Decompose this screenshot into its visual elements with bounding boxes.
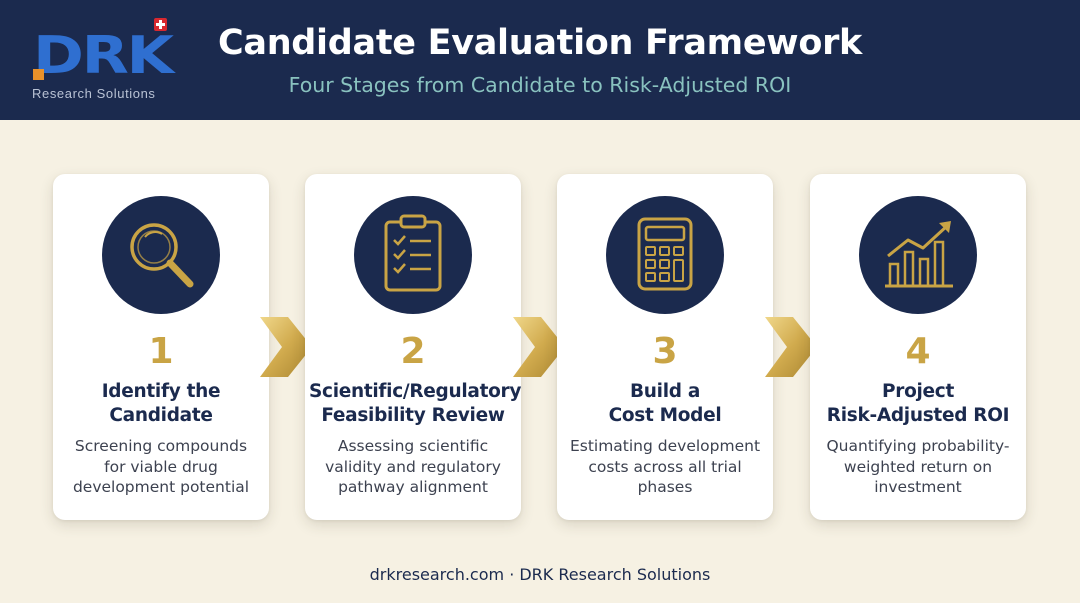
footer-text: drkresearch.com · DRK Research Solutions: [369, 565, 711, 584]
logo-letters: DRK: [33, 26, 174, 86]
stage-icon-badge: [354, 196, 472, 314]
stage-title: Identify the Candidate: [101, 381, 221, 426]
clipboard-checklist-icon: [384, 214, 442, 292]
chevron-right-icon: [765, 317, 817, 377]
company-logo: DRK Research Solutions: [30, 18, 180, 104]
logo-tagline: Research Solutions: [32, 86, 156, 101]
chevron-right-icon: [513, 317, 565, 377]
stage-description: Quantifying probability- weighted return…: [826, 437, 1010, 496]
stage-title: Scientific/Regulatory Feasibility Review: [309, 381, 522, 426]
stage-title: Build a Cost Model: [608, 381, 722, 426]
stage-description: Assessing scientific validity and regula…: [325, 437, 501, 496]
stage-icon-badge: [102, 196, 220, 314]
stage-number: 3: [652, 331, 678, 372]
stage-number: 1: [148, 331, 174, 372]
stage-description: Screening compounds for viable drug deve…: [72, 437, 250, 496]
stage-card-1: 1 Identify the Candidate Screening compo…: [53, 174, 269, 520]
growth-chart-icon: [885, 221, 953, 288]
stage-title: Project Risk-Adjusted ROI: [826, 381, 1010, 426]
page-subtitle: Four Stages from Candidate to Risk-Adjus…: [288, 73, 792, 97]
stage-description: Estimating development costs across all …: [569, 437, 761, 496]
header-banner: DRK Research Solutions Candidate Evaluat…: [0, 0, 1080, 120]
swiss-cross-icon: [154, 18, 167, 31]
logo-accent-dot: [33, 69, 44, 80]
stage-card-4: 4 Project Risk-Adjusted ROI Quantifying …: [810, 174, 1026, 520]
stage-card-2: 2 Scientific/Regulatory Feasibility Revi…: [305, 174, 521, 520]
stage-icon-badge: [859, 196, 977, 314]
page-title: Candidate Evaluation Framework: [217, 23, 863, 63]
magnifying-glass-icon: [130, 223, 194, 288]
stage-card-3: 3 Build a Cost Model Estimating developm…: [557, 174, 773, 520]
stage-icon-badge: [606, 196, 724, 314]
calculator-icon: [637, 217, 693, 291]
chevron-right-icon: [260, 317, 312, 377]
stage-number: 4: [905, 331, 931, 372]
stage-number: 2: [400, 331, 426, 372]
